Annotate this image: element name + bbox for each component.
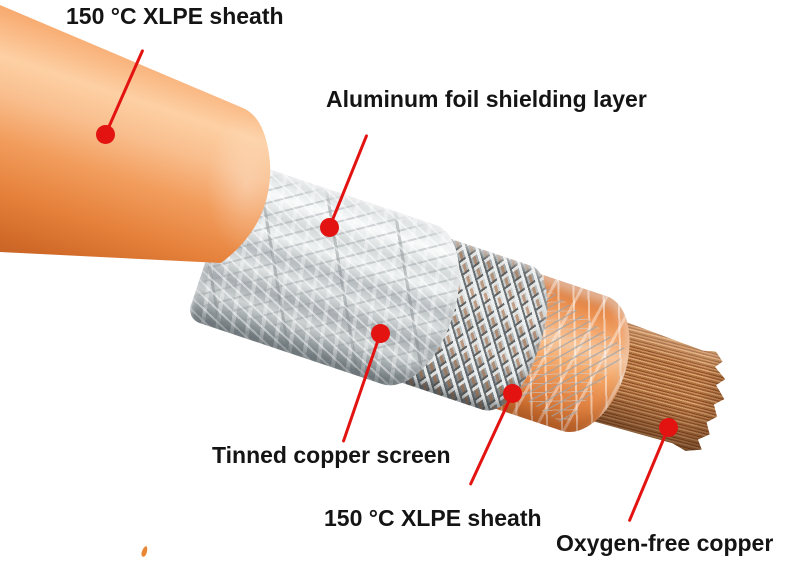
stray-mark bbox=[140, 545, 149, 558]
label-inner-sheath: 150 °C XLPE sheath bbox=[324, 505, 542, 531]
callout-dot-inner-sheath bbox=[503, 384, 522, 403]
callout-dot-tinned-copper-screen bbox=[371, 324, 390, 343]
label-tinned-copper-screen: Tinned copper screen bbox=[212, 442, 451, 468]
callout-dot-aluminum-foil bbox=[320, 218, 339, 237]
label-outer-sheath: 150 °C XLPE sheath bbox=[66, 3, 284, 29]
label-aluminum-foil: Aluminum foil shielding layer bbox=[326, 86, 647, 112]
callout-dot-outer-sheath bbox=[96, 125, 115, 144]
callout-line-oxygen-free-copper bbox=[627, 427, 670, 523]
label-oxygen-free-copper: Oxygen-free copper bbox=[556, 530, 774, 556]
callout-dot-oxygen-free-copper bbox=[659, 418, 678, 437]
